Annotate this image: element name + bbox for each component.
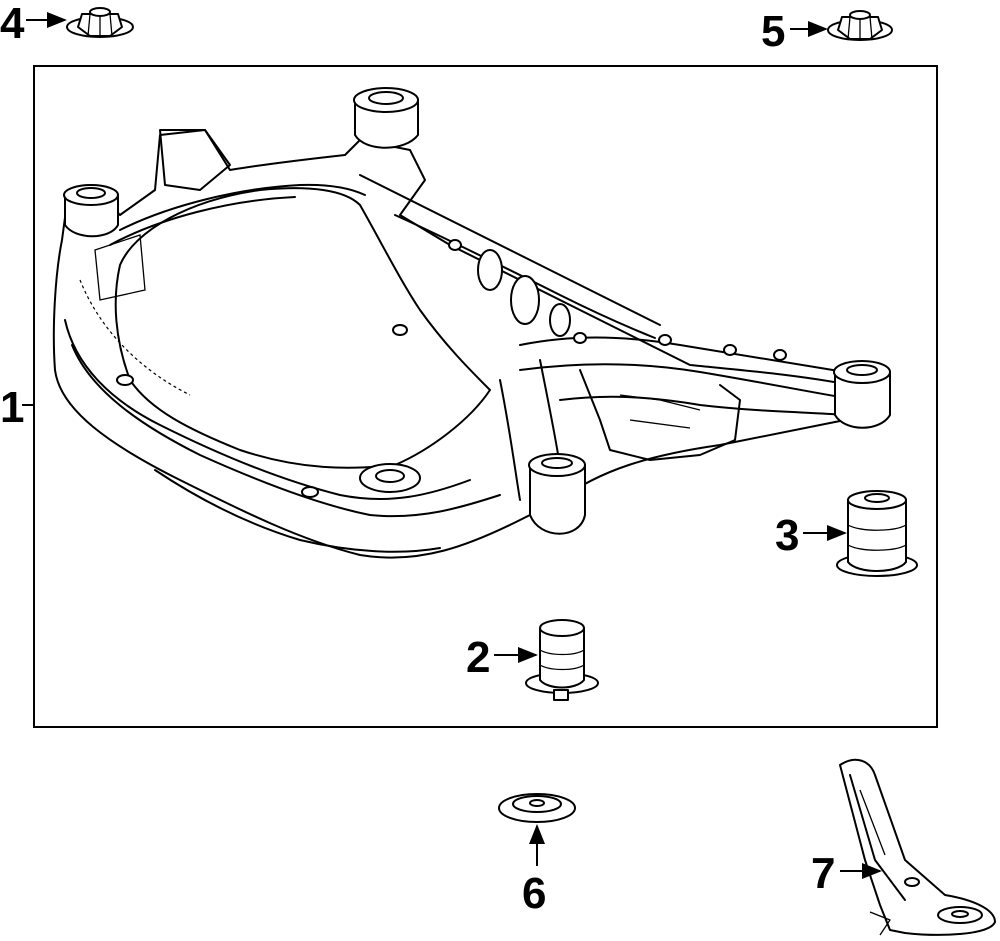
callout-4: 4: [0, 0, 25, 48]
callout-labels: 1 2 3 4 5 6 7: [0, 0, 835, 918]
callout-6: 6: [522, 869, 546, 918]
bracket-icon[interactable]: [839, 758, 996, 936]
washer-icon[interactable]: [498, 793, 576, 823]
callout-3: 3: [775, 511, 799, 560]
assembly-border: [33, 65, 938, 728]
nut-icon[interactable]: [66, 7, 134, 38]
bushing-icon[interactable]: [525, 619, 599, 701]
callout-5: 5: [761, 7, 785, 56]
bushing-icon[interactable]: [836, 490, 918, 577]
callout-2: 2: [466, 633, 490, 682]
callout-1: 1: [0, 383, 24, 432]
nut-icon[interactable]: [827, 10, 893, 41]
leader-lines: [22, 12, 882, 879]
callout-7: 7: [811, 849, 835, 898]
crossmember-frame-icon[interactable]: [52, 87, 891, 559]
